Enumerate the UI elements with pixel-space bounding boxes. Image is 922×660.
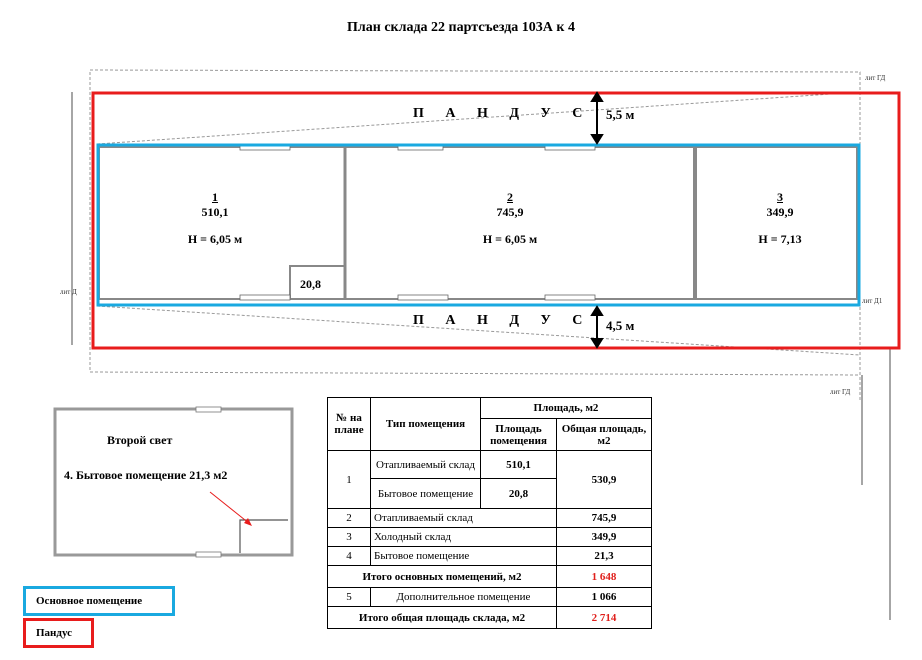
cell-area: 510,1 xyxy=(480,450,557,479)
grand-total-label: Итого общая площадь склада, м2 xyxy=(327,606,557,629)
ramp-label-bottom: П А Н Д У С xyxy=(413,313,592,328)
room-height: H = 6,05 м xyxy=(187,232,243,246)
cell-type: Холодный склад xyxy=(370,527,557,547)
header-area: Площадь, м2 xyxy=(480,397,652,419)
cell-total: 21,3 xyxy=(556,546,652,566)
table-row: 3 Холодный склад 349,9 xyxy=(327,527,652,547)
room-3-label: 3 349,9 H = 7,13 xyxy=(735,190,825,247)
header-num: № на плане xyxy=(327,397,371,451)
room-height: H = 6,05 м xyxy=(482,232,538,246)
utility-room-note: 4. Бытовое помещение 21,3 м2 xyxy=(64,468,228,482)
room-area: 349,9 xyxy=(766,205,794,219)
table-row: 2 Отапливаемый склад 745,9 xyxy=(327,508,652,528)
page-title: План склада 22 партсъезда 103А к 4 xyxy=(347,20,575,35)
cell-total: 349,9 xyxy=(556,527,652,547)
cell-num: 4 xyxy=(327,546,371,566)
area-table: № на плане Тип помещения Площадь, м2 Пло… xyxy=(327,397,652,629)
cell-area: 20,8 xyxy=(480,478,557,509)
ramp-outline xyxy=(91,91,901,350)
cell-total: 1 066 xyxy=(556,587,652,607)
cell-type: Дополнительное помещение xyxy=(370,587,557,607)
ramp-label-top: П А Н Д У С xyxy=(413,106,592,121)
room-number: 1 xyxy=(212,190,218,204)
lit-label: лит Д1 xyxy=(862,297,883,305)
subtotal-label: Итого основных помещений, м2 xyxy=(327,565,557,588)
cell-type: Бытовое помещение xyxy=(370,478,481,509)
second-floor-inset xyxy=(53,406,294,558)
subtotal-value: 1 648 xyxy=(556,565,652,588)
cell-type: Отапливаемый склад xyxy=(370,508,557,528)
outer-wall-lines xyxy=(71,92,891,620)
legend-ramp-label: Пандус xyxy=(36,627,73,639)
lit-label: лит ГД xyxy=(830,388,851,396)
cell-num: 3 xyxy=(327,527,371,547)
room-1-label: 1 510,1 H = 6,05 м xyxy=(170,190,260,247)
room-number: 3 xyxy=(777,190,783,204)
grand-total-value: 2 714 xyxy=(556,606,652,629)
room-area: 510,1 xyxy=(201,205,229,219)
dimension-arrows xyxy=(590,91,604,349)
room-2-label: 2 745,9 H = 6,05 м xyxy=(460,190,560,247)
room-area: 745,9 xyxy=(496,205,524,219)
header-type: Тип помещения xyxy=(370,397,481,451)
cell-type: Бытовое помещение xyxy=(370,546,557,566)
lit-label: лит ГД xyxy=(865,74,886,82)
lit-label: лит Д xyxy=(60,288,77,296)
ramp-width-bottom: 4,5 м xyxy=(606,318,635,333)
header-total-area: Общая площадь, м2 xyxy=(556,418,652,451)
table-row: 5 Дополнительное помещение 1 066 xyxy=(327,587,652,607)
cell-num: 2 xyxy=(327,508,371,528)
cell-type: Отапливаемый склад xyxy=(370,450,481,479)
grand-total-row: Итого общая площадь склада, м2 2 714 xyxy=(327,606,652,629)
cell-num: 5 xyxy=(327,587,371,607)
second-light-label: Второй свет xyxy=(107,433,173,447)
ramp-width-top: 5,5 м xyxy=(606,107,635,122)
table-row: 4 Бытовое помещение 21,3 xyxy=(327,546,652,566)
header-room-area: Площадь помещения xyxy=(480,418,557,451)
room-height: H = 7,13 xyxy=(758,232,802,246)
small-room-area: 20,8 xyxy=(300,277,321,291)
legend-main-room: Основное помещение xyxy=(23,586,175,616)
legend-ramp: Пандус xyxy=(23,618,94,648)
cell-total: 530,9 xyxy=(556,450,652,509)
legend-main-label: Основное помещение xyxy=(36,595,143,607)
subtotal-row: Итого основных помещений, м2 1 648 xyxy=(327,565,652,588)
main-room-outline xyxy=(96,143,861,307)
table-row: Бытовое помещение 20,8 xyxy=(328,478,652,509)
table-row: 1 Отапливаемый склад 510,1 530,9 xyxy=(327,450,652,509)
cell-num: 1 xyxy=(327,450,371,509)
cell-total: 745,9 xyxy=(556,508,652,528)
room-number: 2 xyxy=(507,190,513,204)
